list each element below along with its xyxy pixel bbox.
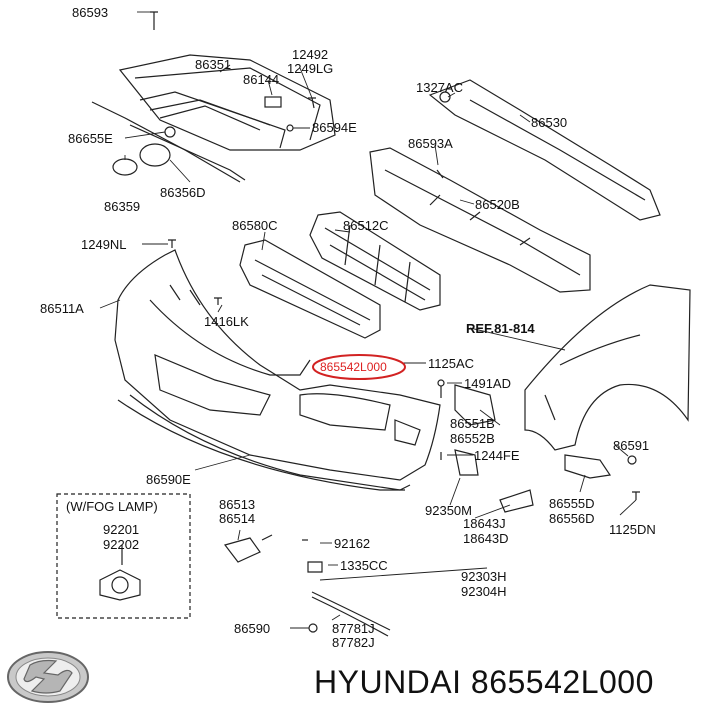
label-86520b: 86520B <box>475 197 520 212</box>
grille-panel-drawing <box>91 54 336 183</box>
label-92202: 92202 <box>103 537 140 552</box>
label-1327ac: 1327AC <box>416 80 463 95</box>
label-86655e: 86655E <box>68 131 113 146</box>
label-92350m: 92350M <box>425 503 472 518</box>
label-92304h: 92304H <box>461 584 507 599</box>
label-86556d: 86556D <box>549 511 595 526</box>
label-18643d: 18643D <box>463 531 509 546</box>
label-86555d: 86555D <box>549 496 595 511</box>
label-86552b: 86552B <box>450 431 495 446</box>
emblem-86359 <box>112 158 138 176</box>
highlight-ellipse <box>312 354 406 380</box>
label-86351: 86351 <box>195 57 232 72</box>
label-86144: 86144 <box>243 72 280 87</box>
bracket-drawing <box>239 239 381 339</box>
label-86590: 86590 <box>234 621 271 636</box>
label-1125ac: 1125AC <box>428 356 475 371</box>
label-highlight-part: 865542L000 <box>320 360 387 374</box>
bumper-cover-drawing <box>114 249 441 491</box>
label-1491ad: 1491AD <box>464 376 511 391</box>
label-86512c: 86512C <box>343 218 389 233</box>
label-86593: 86593 <box>72 5 109 20</box>
fog-bezel-drawing <box>223 537 261 563</box>
fog-lamp-drawing <box>99 569 141 601</box>
label-86590e: 86590E <box>146 472 191 487</box>
label-86359: 86359 <box>104 199 141 214</box>
clip-86144 <box>264 96 282 108</box>
label-87782j: 87782J <box>332 635 375 650</box>
label-1249lg: 1249LG <box>287 61 334 76</box>
label-1244fe: 1244FE <box>474 448 520 463</box>
emblem-86356d <box>139 143 171 167</box>
label-86356d: 86356D <box>160 185 206 200</box>
label-86511a: 86511A <box>40 301 84 316</box>
label-86580c: 86580C <box>232 218 278 233</box>
label-1125dn: 1125DN <box>609 522 656 537</box>
label-ref: REF.81-814 <box>466 321 535 336</box>
label-18643j: 18643J <box>463 516 506 531</box>
fog-lamp-box <box>56 493 191 619</box>
label-86593a: 86593A <box>408 136 453 151</box>
absorber-drawing <box>369 147 591 293</box>
hyundai-logo-icon <box>7 651 89 703</box>
label-86514: 86514 <box>219 511 256 526</box>
label-1416lk: 1416LK <box>204 314 249 329</box>
label-86530: 86530 <box>531 115 568 130</box>
label-86594e: 86594E <box>312 120 357 135</box>
label-92303h: 92303H <box>461 569 507 584</box>
label-1249nl: 1249NL <box>81 237 127 252</box>
label-86551b: 86551B <box>450 416 495 431</box>
fender-drawing <box>524 284 691 451</box>
label-86591: 86591 <box>613 438 650 453</box>
bumper-beam-drawing <box>428 79 661 221</box>
part-caption: HYUNDAI 865542L000 <box>314 664 654 700</box>
label-1335cc: 1335CC <box>340 558 388 573</box>
label-12492: 12492 <box>292 47 329 62</box>
label-87781j: 87781J <box>332 621 375 636</box>
label-92201: 92201 <box>103 522 140 537</box>
label-86513: 86513 <box>219 497 256 512</box>
lower-grille-drawing <box>309 211 441 311</box>
label-92162: 92162 <box>334 536 371 551</box>
clip-86655e <box>164 126 176 138</box>
label-fog-lamp-title: (W/FOG LAMP) <box>66 499 158 514</box>
